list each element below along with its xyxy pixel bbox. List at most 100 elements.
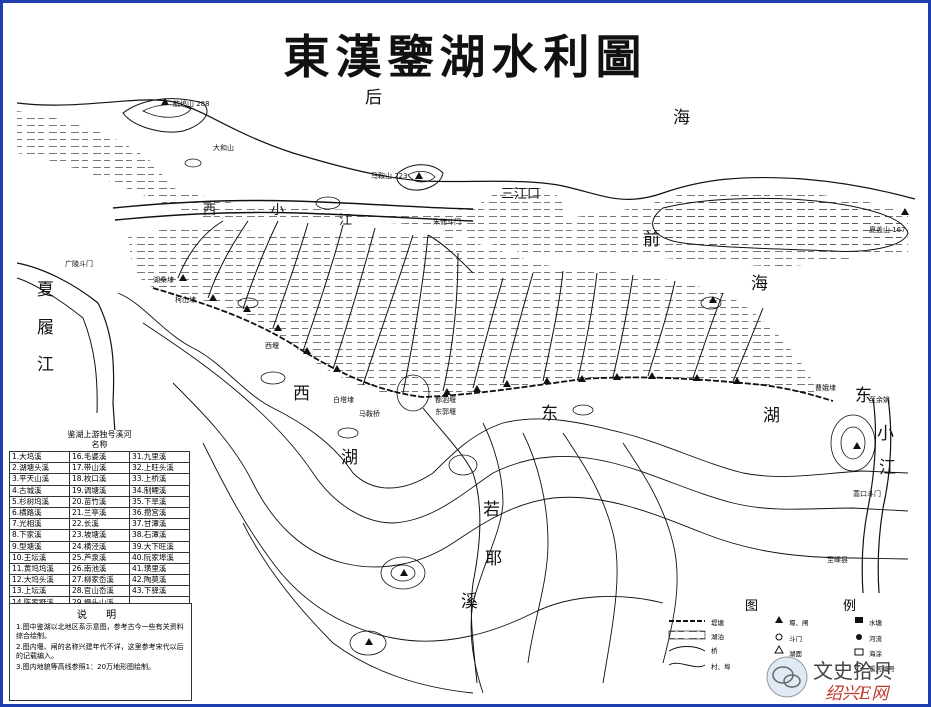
tributary-cell: 42.陶莫溪 xyxy=(129,574,190,587)
tributary-cell: 28.官山岙溪 xyxy=(69,585,130,598)
label-to-shengxian: 至嵊县 xyxy=(827,556,848,564)
label-haokou-gate: 蒿口斗门 xyxy=(853,490,881,498)
note-2: 2.图内堰、闸的名称兴建年代不详，这里参考宋代以后的记载编入。 xyxy=(16,643,184,660)
label-hai-top: 海 xyxy=(673,108,690,128)
tributary-table-title: 鉴湖上游独号溪河 xyxy=(67,430,132,439)
label-dam-dongguo: 东郭堰 xyxy=(435,408,456,416)
tributary-cell: 23.坡塘溪 xyxy=(69,529,130,542)
label-ruoye-1: 若 xyxy=(483,500,500,520)
label-xiali-1: 夏 xyxy=(37,280,54,300)
maan-hill xyxy=(396,164,444,191)
label-hai-mid: 海 xyxy=(751,274,768,294)
tributary-cell: 31.九里溪 xyxy=(129,450,190,464)
label-dam-dusi: 都泗堰 xyxy=(435,396,456,404)
notes-title: 说 明 xyxy=(76,610,125,621)
watermark: 文史拾贝 绍兴E网 xyxy=(763,653,923,704)
map-title: 東漢鑒湖水利圖 xyxy=(283,30,648,84)
tributary-cell: 11.黄坞坞溪 xyxy=(9,562,70,576)
tributary-cell: 33.上桥溪 xyxy=(129,473,190,486)
legend-title-1: 图 xyxy=(745,599,761,614)
channels xyxy=(177,220,764,394)
xi-xiaojiang-river xyxy=(112,199,474,210)
xiagai-island xyxy=(652,197,909,252)
label-dahe-hill: 大和山 xyxy=(213,144,234,152)
label-dam-baita: 白塔埭 xyxy=(333,396,354,404)
tributary-cell: 24.横泾溪 xyxy=(69,540,130,553)
tributary-cell: 12.大坞头溪 xyxy=(9,574,70,587)
label-xiagai-hill: 夏盖山 167 xyxy=(869,226,906,234)
dong-xiaojiang-river xyxy=(861,397,877,594)
label-donghu-2: 湖 xyxy=(763,406,780,426)
legend-item-1: 湖泊 xyxy=(711,633,724,641)
tributary-cell: 25.芦泉溪 xyxy=(69,551,130,564)
legend-item-5: 斗门 xyxy=(789,635,802,643)
jian-lake-area xyxy=(128,227,823,398)
label-xihu-1: 西 xyxy=(293,384,310,404)
hangwu-hill-outline xyxy=(122,98,208,133)
watermark-text-2: 绍兴E网 xyxy=(825,684,889,704)
label-hou: 后 xyxy=(365,88,382,108)
tributary-cell: 21.兰亭溪 xyxy=(69,506,130,520)
label-xi-river-1: 西 xyxy=(203,203,217,218)
label-donghu-1: 东 xyxy=(541,404,558,424)
tributary-cell: 8.下家溪 xyxy=(9,529,70,542)
label-dongxiao-1: 东 xyxy=(855,386,872,406)
ruoye-stream xyxy=(422,407,481,684)
tributary-cell: 32.上旺头溪 xyxy=(129,462,190,475)
legend-item-11: 溪河编号 xyxy=(869,665,895,673)
tributary-cell: 27.柳家岙溪 xyxy=(69,574,130,587)
label-dongxiao-3: 江 xyxy=(879,458,896,478)
tributary-cell: 40.阮家埠溪 xyxy=(129,551,190,564)
note-3: 3.图内地貌等高线参照1：20万地形图绘制。 xyxy=(16,663,156,671)
tributary-cell: 9.型塘溪 xyxy=(9,540,70,553)
label-dam-husang: 湖桑埭 xyxy=(153,276,174,284)
legend-item-4: 堰、闸 xyxy=(789,619,809,627)
label-dam-keshan: 柯山埭 xyxy=(175,296,196,304)
tributary-cell: 6.横路溪 xyxy=(9,506,70,520)
note-1: 1.图中鉴湖以北地区系示意图，参考古今一些有关资料综合绘制。 xyxy=(16,623,184,640)
lake-embankment xyxy=(152,287,834,402)
label-xi-river-2: 小 xyxy=(271,203,285,218)
tributary-cell: 20.苗竹溪 xyxy=(69,495,130,508)
north-coastline xyxy=(16,99,916,200)
label-qian: 前 xyxy=(643,230,660,250)
tributary-cell: 4.古城溪 xyxy=(9,484,70,497)
legend-item-9: 河流 xyxy=(869,635,882,643)
mountain-peaks xyxy=(161,98,909,645)
label-guangling-gate: 广陵斗门 xyxy=(65,260,93,268)
tributary-cell: 16.毛婆溪 xyxy=(69,450,130,464)
legend-item-0: 堤塘 xyxy=(711,619,724,627)
label-hangwu-hill: 航坞山 288 xyxy=(173,100,210,108)
tributary-cell: 17.带山溪 xyxy=(69,462,130,475)
tributary-cell: 13.上坛溪 xyxy=(9,585,70,598)
label-sanjiangkou: 三江口 xyxy=(501,187,541,202)
tributary-cell: 34.制鲤溪 xyxy=(129,484,190,497)
tributary-cell: 19.调塘溪 xyxy=(69,484,130,497)
tributary-cell: 18.枚口溪 xyxy=(69,473,130,486)
tributary-cell: 39.大下旺溪 xyxy=(129,540,190,553)
tributary-cell: 43.下驿溪 xyxy=(129,585,190,598)
tributary-cell: 7.光相溪 xyxy=(9,518,70,531)
map-drawing xyxy=(16,98,916,694)
tributary-cell: 26.南池溪 xyxy=(69,562,130,576)
legend-item-3: 村、埠 xyxy=(711,663,731,671)
tributary-cell: 35.下旱溪 xyxy=(129,495,190,508)
tributary-cell: 38.石潭溪 xyxy=(129,529,190,542)
label-xi-river-3: 江 xyxy=(339,213,353,228)
label-to-yuyao: 至余姚 xyxy=(869,396,890,404)
tributary-cell: 1.大坞溪 xyxy=(9,450,70,464)
label-ruoye-2: 耶 xyxy=(485,549,502,569)
